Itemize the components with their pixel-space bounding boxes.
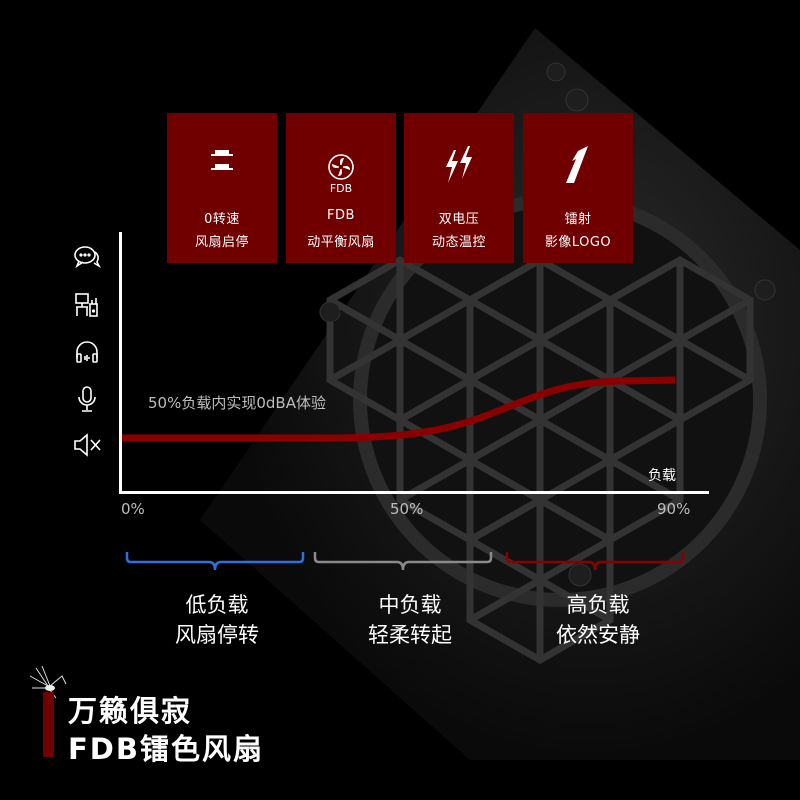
spider-logo-icon [29, 665, 67, 699]
feature-card-dual-voltage: 双电压 动态温控 [404, 113, 514, 263]
headphones-icon [70, 337, 104, 367]
feature-title: 双电压 [438, 212, 480, 227]
feature-title: FDB [327, 208, 355, 223]
segment-title: 高负载 [566, 593, 630, 617]
segment-title: 中负载 [378, 593, 442, 617]
segment-low-load: 低负载 风扇停转 [127, 590, 307, 650]
logo-one-icon [523, 145, 633, 199]
headline-line2: FDB镭色风扇 [68, 732, 264, 766]
lightning-icon [404, 145, 514, 199]
x-axis-label: 负载 [648, 468, 676, 484]
feature-card-fdb: FDB FDB 动平衡风扇 [286, 113, 396, 263]
segment-title: 低负载 [185, 593, 249, 617]
mute-icon [70, 430, 104, 460]
feature-subtitle: 影像LOGO [544, 235, 612, 250]
switch-stop-icon [167, 145, 277, 199]
x-axis [119, 491, 709, 494]
brace-low-load [125, 552, 305, 571]
segment-desc: 轻柔转起 [368, 623, 452, 647]
feature-card-laser-logo: 镭射 影像LOGO [523, 113, 633, 263]
accent-bar [43, 692, 54, 757]
x-tick-0: 0% [121, 500, 145, 518]
feature-subtitle: 动态温控 [431, 235, 486, 250]
fdb-icon-label: FDB [329, 181, 353, 195]
brace-mid-load [313, 552, 493, 571]
feature-subtitle: 动平衡风扇 [307, 235, 375, 250]
headline-line1: 万籁俱寂 [68, 694, 193, 728]
feature-card-zero-rpm: 0转速 风扇启停 [167, 113, 277, 263]
feature-title: 0转速 [204, 212, 240, 227]
segment-mid-load: 中负载 轻柔转起 [320, 590, 500, 650]
feature-title: 镭射 [564, 212, 592, 227]
brace-high-load [505, 552, 685, 571]
segment-desc: 依然安静 [556, 623, 640, 647]
chat-icon [70, 242, 104, 272]
x-tick-50: 50% [390, 500, 424, 518]
x-tick-90: 90% [657, 500, 691, 518]
segment-high-load: 高负载 依然安静 [508, 590, 688, 650]
segment-desc: 风扇停转 [175, 623, 259, 647]
desk-computer-icon [70, 290, 104, 320]
feature-subtitle: 风扇启停 [194, 235, 249, 250]
y-axis [119, 232, 122, 494]
microphone-icon [70, 384, 104, 414]
chart-annotation: 50%负载内实现0dBA体验 [148, 394, 326, 412]
fan-fdb-icon: FDB [286, 147, 396, 201]
